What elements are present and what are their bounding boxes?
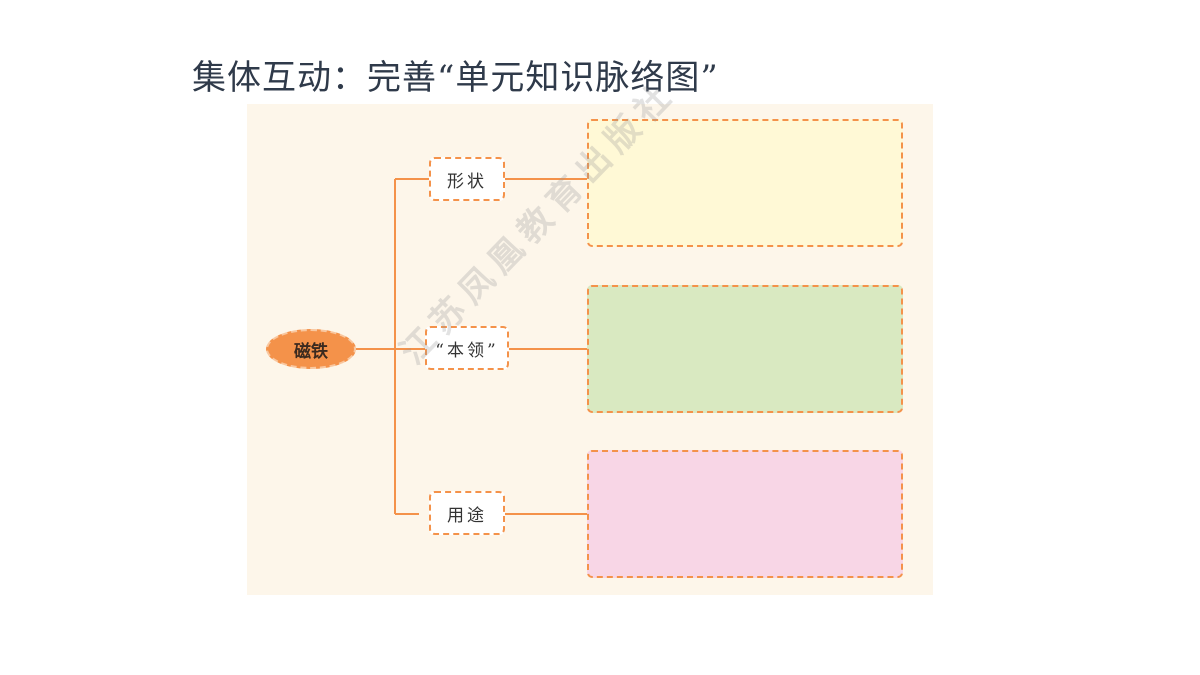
connector-lines	[356, 178, 587, 515]
answer-box-shape[interactable]	[587, 119, 903, 247]
answer-box-use[interactable]	[587, 450, 903, 578]
slide-title: 集体互动：完善“单元知识脉络图”	[192, 58, 719, 98]
branch-node-use: 用途	[429, 491, 505, 535]
mind-map-diagram: 磁铁 形状 “本领” 用途 江苏凤凰教育出版社	[247, 73, 933, 595]
branch-node-ability: “本领”	[425, 326, 509, 370]
branch-node-shape: 形状	[429, 157, 505, 201]
answer-box-ability[interactable]	[587, 285, 903, 413]
root-node-magnet: 磁铁	[266, 329, 356, 369]
